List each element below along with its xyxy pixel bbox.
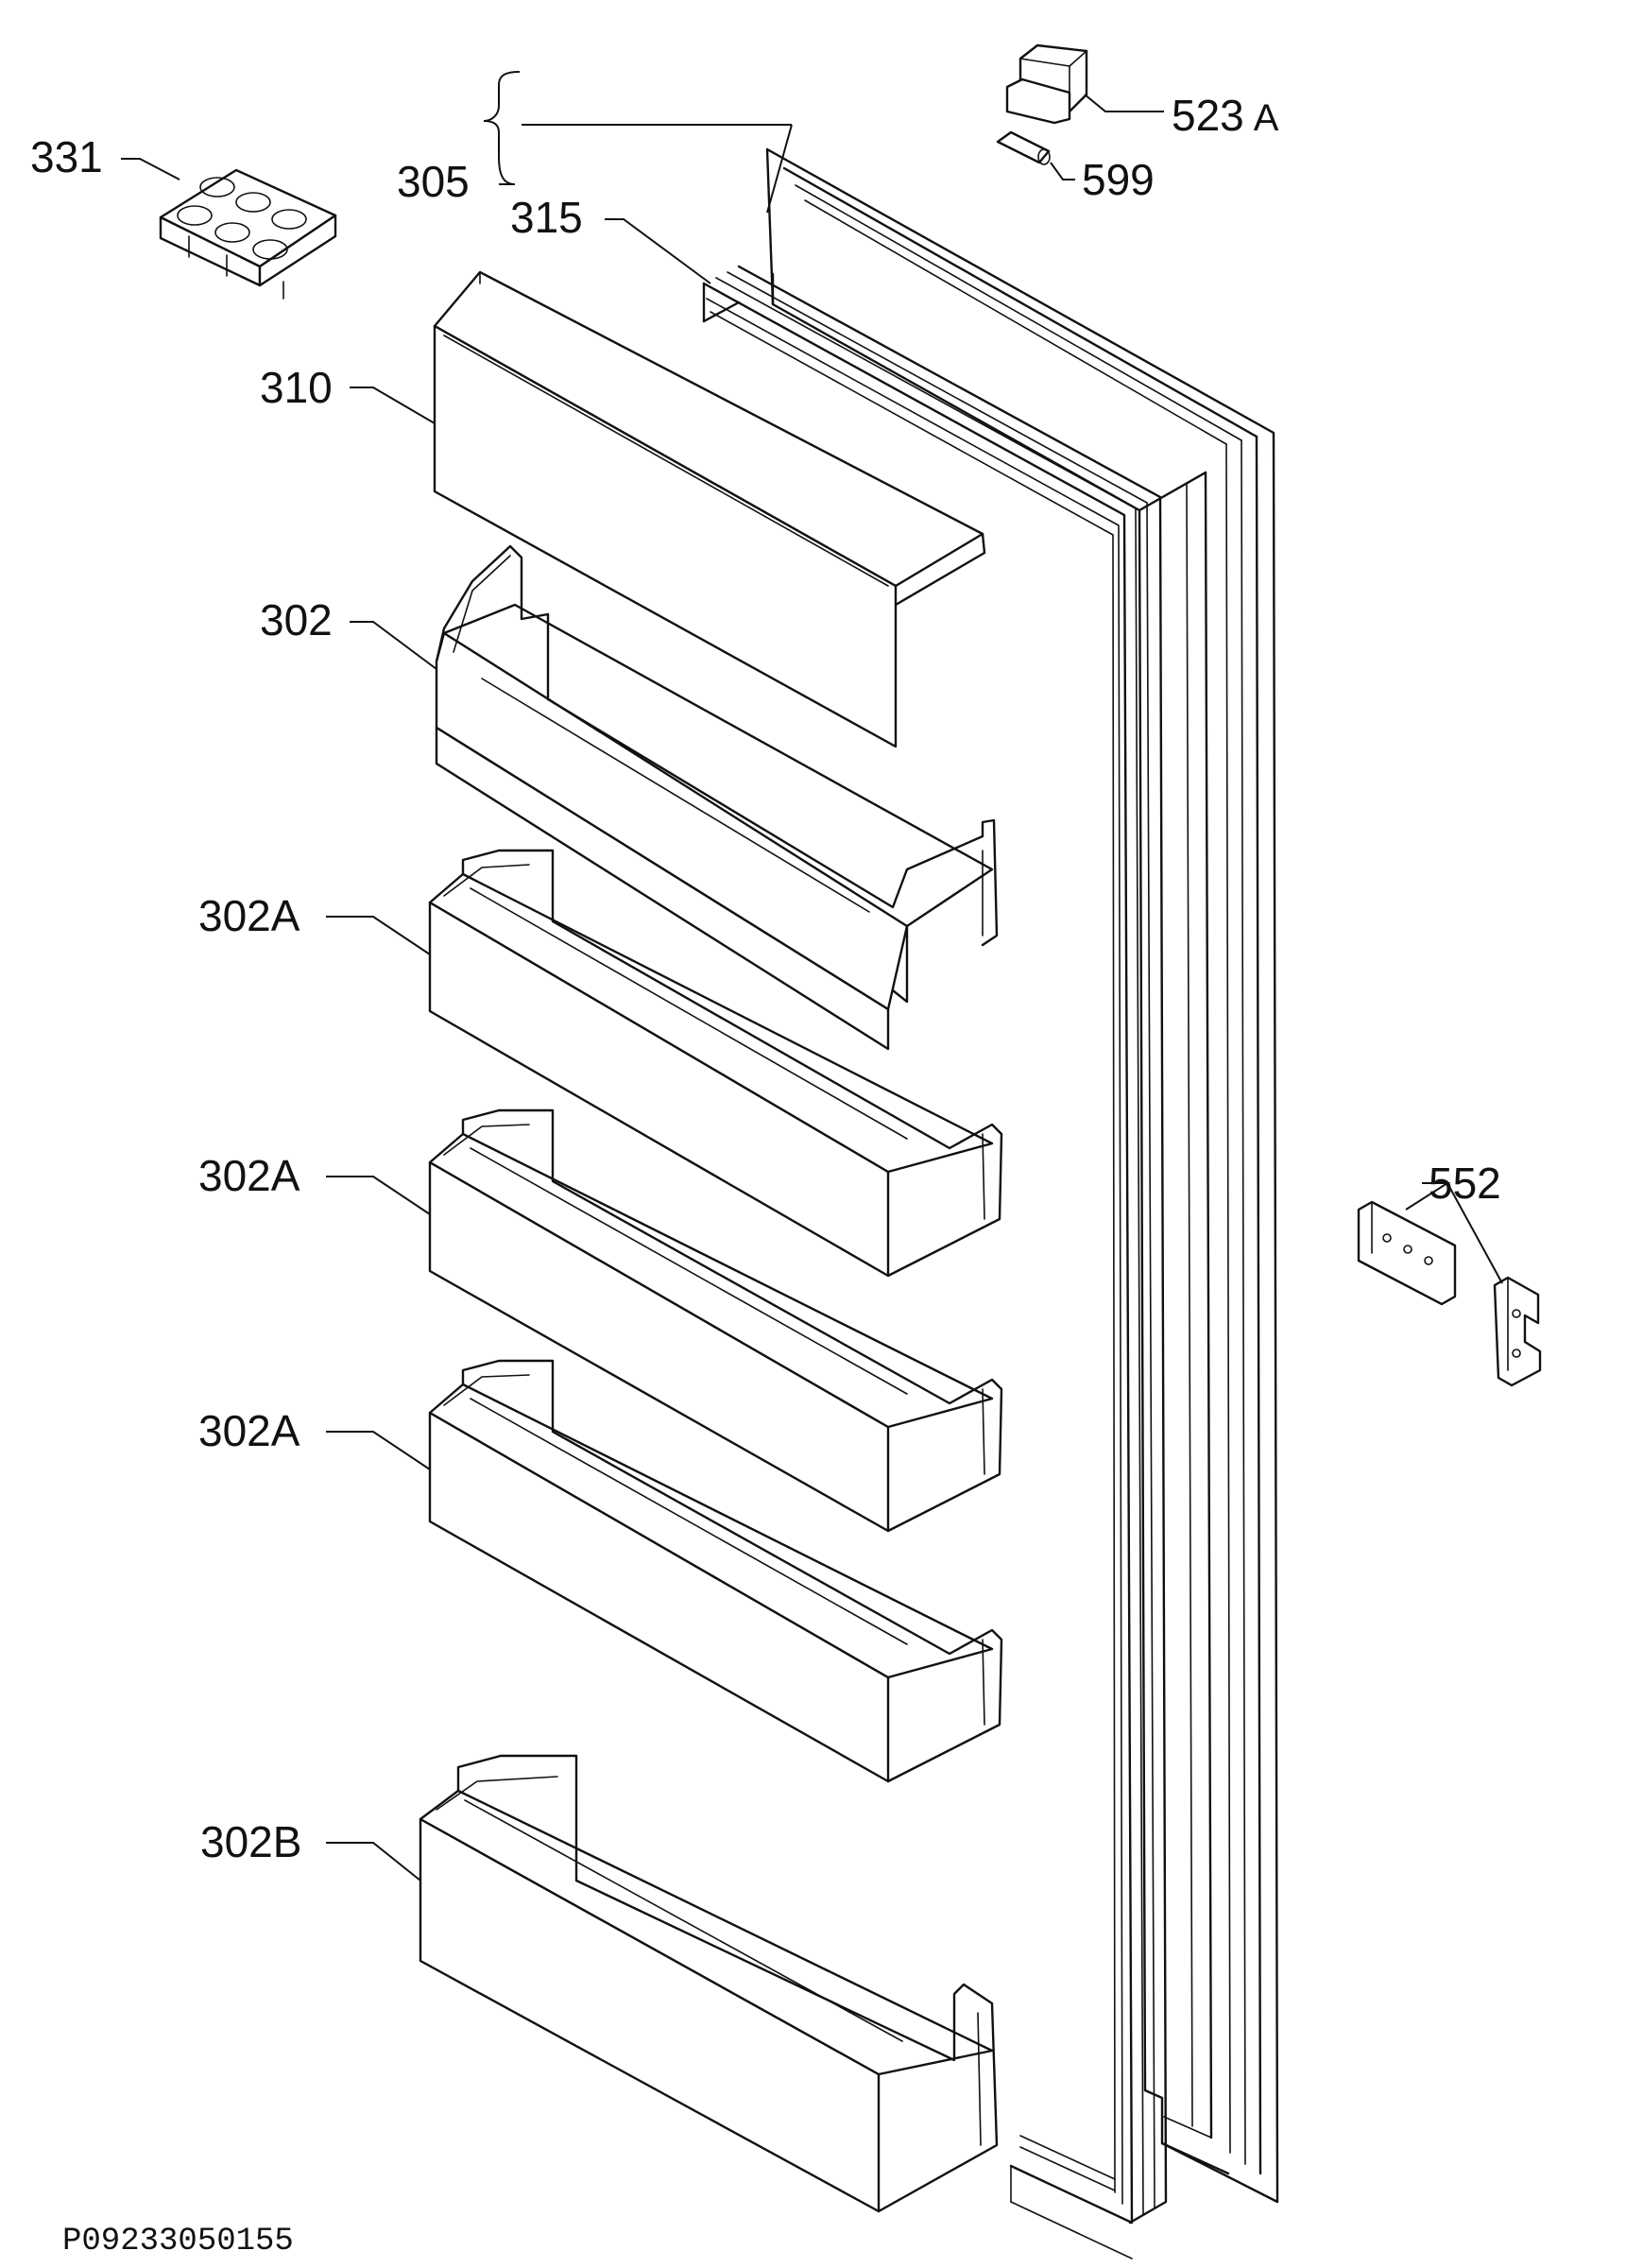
hinge-cap: [1005, 43, 1088, 125]
label-302b: 302B: [200, 1817, 301, 1866]
part-labels: 331 305 315 310 302 302A 302A 302A 302B …: [30, 91, 1501, 2259]
door-shelf-a-2: [428, 1108, 1003, 1533]
label-302: 302: [260, 595, 333, 644]
door-frame: [765, 147, 1279, 2204]
label-305: 305: [397, 157, 470, 206]
label-599: 599: [1082, 155, 1155, 204]
hinge-brackets: [1357, 1200, 1542, 1387]
door-shelf-large: [435, 544, 999, 1051]
label-302a-2: 302A: [198, 1151, 300, 1200]
door-shelf-b: [419, 1754, 999, 2213]
label-310: 310: [260, 363, 333, 412]
label-523a-number: 523: [1172, 91, 1244, 140]
door-shelf-a-3: [428, 1359, 1003, 1783]
label-302a-1: 302A: [198, 891, 300, 940]
egg-tray: [159, 168, 337, 300]
label-315: 315: [510, 193, 583, 242]
door-shelf-a-1: [428, 849, 1003, 1278]
hinge-pin: [996, 130, 1051, 165]
door-gasket: [702, 265, 1168, 2259]
label-552: 552: [1429, 1159, 1501, 1208]
leader-lines: [121, 71, 1503, 1881]
label-523a-suffix: A: [1254, 97, 1279, 139]
drawing-code: P09233050155: [62, 2224, 294, 2259]
label-302a-3: 302A: [198, 1406, 300, 1455]
cover-flap: [433, 270, 986, 748]
label-331: 331: [30, 132, 103, 181]
